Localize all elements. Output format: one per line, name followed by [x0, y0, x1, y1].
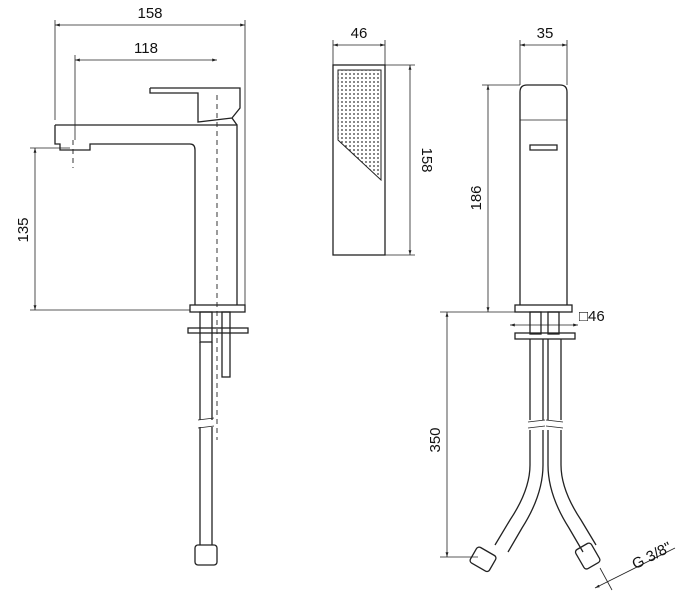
side-view: 158 118 135: [15, 5, 249, 566]
dim-158-top-label: 158: [418, 147, 435, 172]
dim-135-label: 135: [15, 217, 32, 242]
hose-left: [494, 430, 544, 553]
lever-handle: [149, 87, 241, 126]
hose-right: [547, 430, 597, 553]
hose-nut-right: [574, 542, 601, 570]
front-body: [519, 84, 568, 305]
front-view: 35 186 □46 350 G 3/8": [427, 25, 676, 591]
spout-body: [54, 124, 238, 305]
front-washer: [514, 332, 576, 340]
aerator: [529, 144, 558, 151]
dim-186-label: 186: [468, 185, 485, 210]
dim-35-label: 35: [537, 25, 554, 42]
dim-line-thread: [594, 547, 676, 589]
top-outline: [332, 64, 386, 256]
top-view: 46 158: [332, 25, 435, 256]
hose: [199, 342, 213, 545]
hoses-upper: [529, 339, 562, 420]
base-plate: [189, 304, 246, 313]
dim-158-label: 158: [137, 5, 162, 22]
lever-grip-texture: [337, 69, 382, 182]
dim-46-label: 46: [351, 25, 368, 42]
hose-nut: [194, 544, 218, 566]
thread-size-label: G 3/8": [629, 539, 674, 573]
mounting-bolt: [221, 311, 231, 378]
washer: [187, 327, 249, 334]
dim-46-base-label: □46: [579, 308, 605, 325]
dim-350-label: 350: [427, 427, 444, 452]
dim-118-label: 118: [134, 40, 158, 57]
hose-nut-left: [469, 546, 497, 573]
